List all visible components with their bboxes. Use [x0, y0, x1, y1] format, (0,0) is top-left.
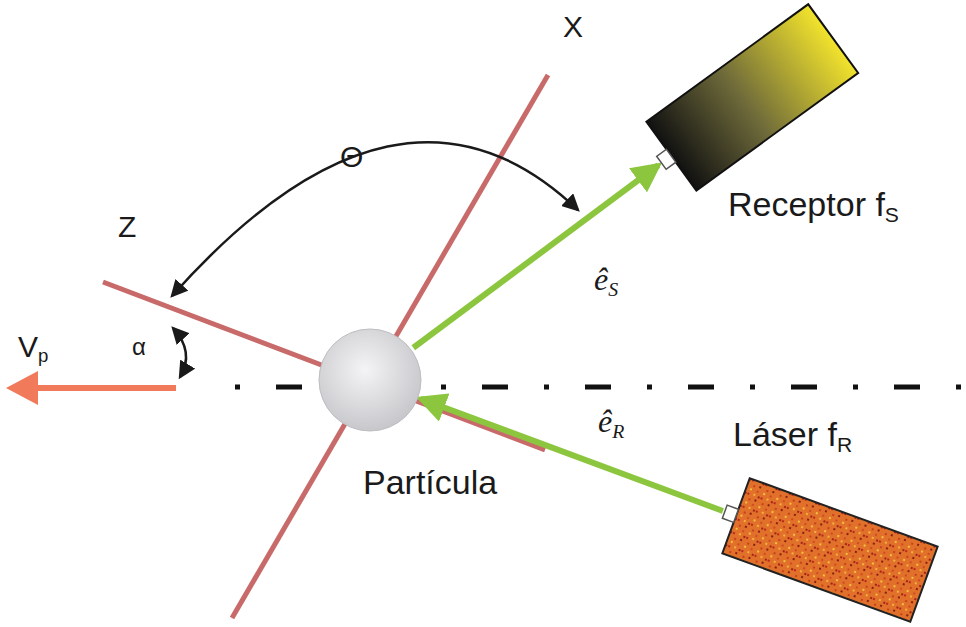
angle-label: α [132, 334, 146, 360]
axis-label: X [563, 10, 583, 43]
alpha-arc [173, 328, 186, 377]
axis-label: Z [118, 210, 136, 243]
particle-node: Partícula [318, 328, 422, 432]
particle-label: Partícula [363, 464, 497, 501]
velocity-arrowhead [6, 371, 38, 405]
z-axis [103, 282, 545, 450]
laser-node: Láser fR [600, 410, 966, 627]
receptor-node: Receptor fS [630, 0, 966, 250]
beam-arrow [413, 165, 658, 347]
receptor-label: Receptor fS [728, 186, 899, 223]
unit-vector-label: êS [594, 262, 618, 297]
particle-shape [318, 328, 422, 432]
velocity-label: Vp [18, 330, 48, 363]
angle-label: Θ [340, 140, 363, 173]
velocity-arrow [30, 385, 176, 391]
laser-label: Láser fR [733, 416, 852, 453]
unit-vector-label: êR [598, 404, 624, 439]
